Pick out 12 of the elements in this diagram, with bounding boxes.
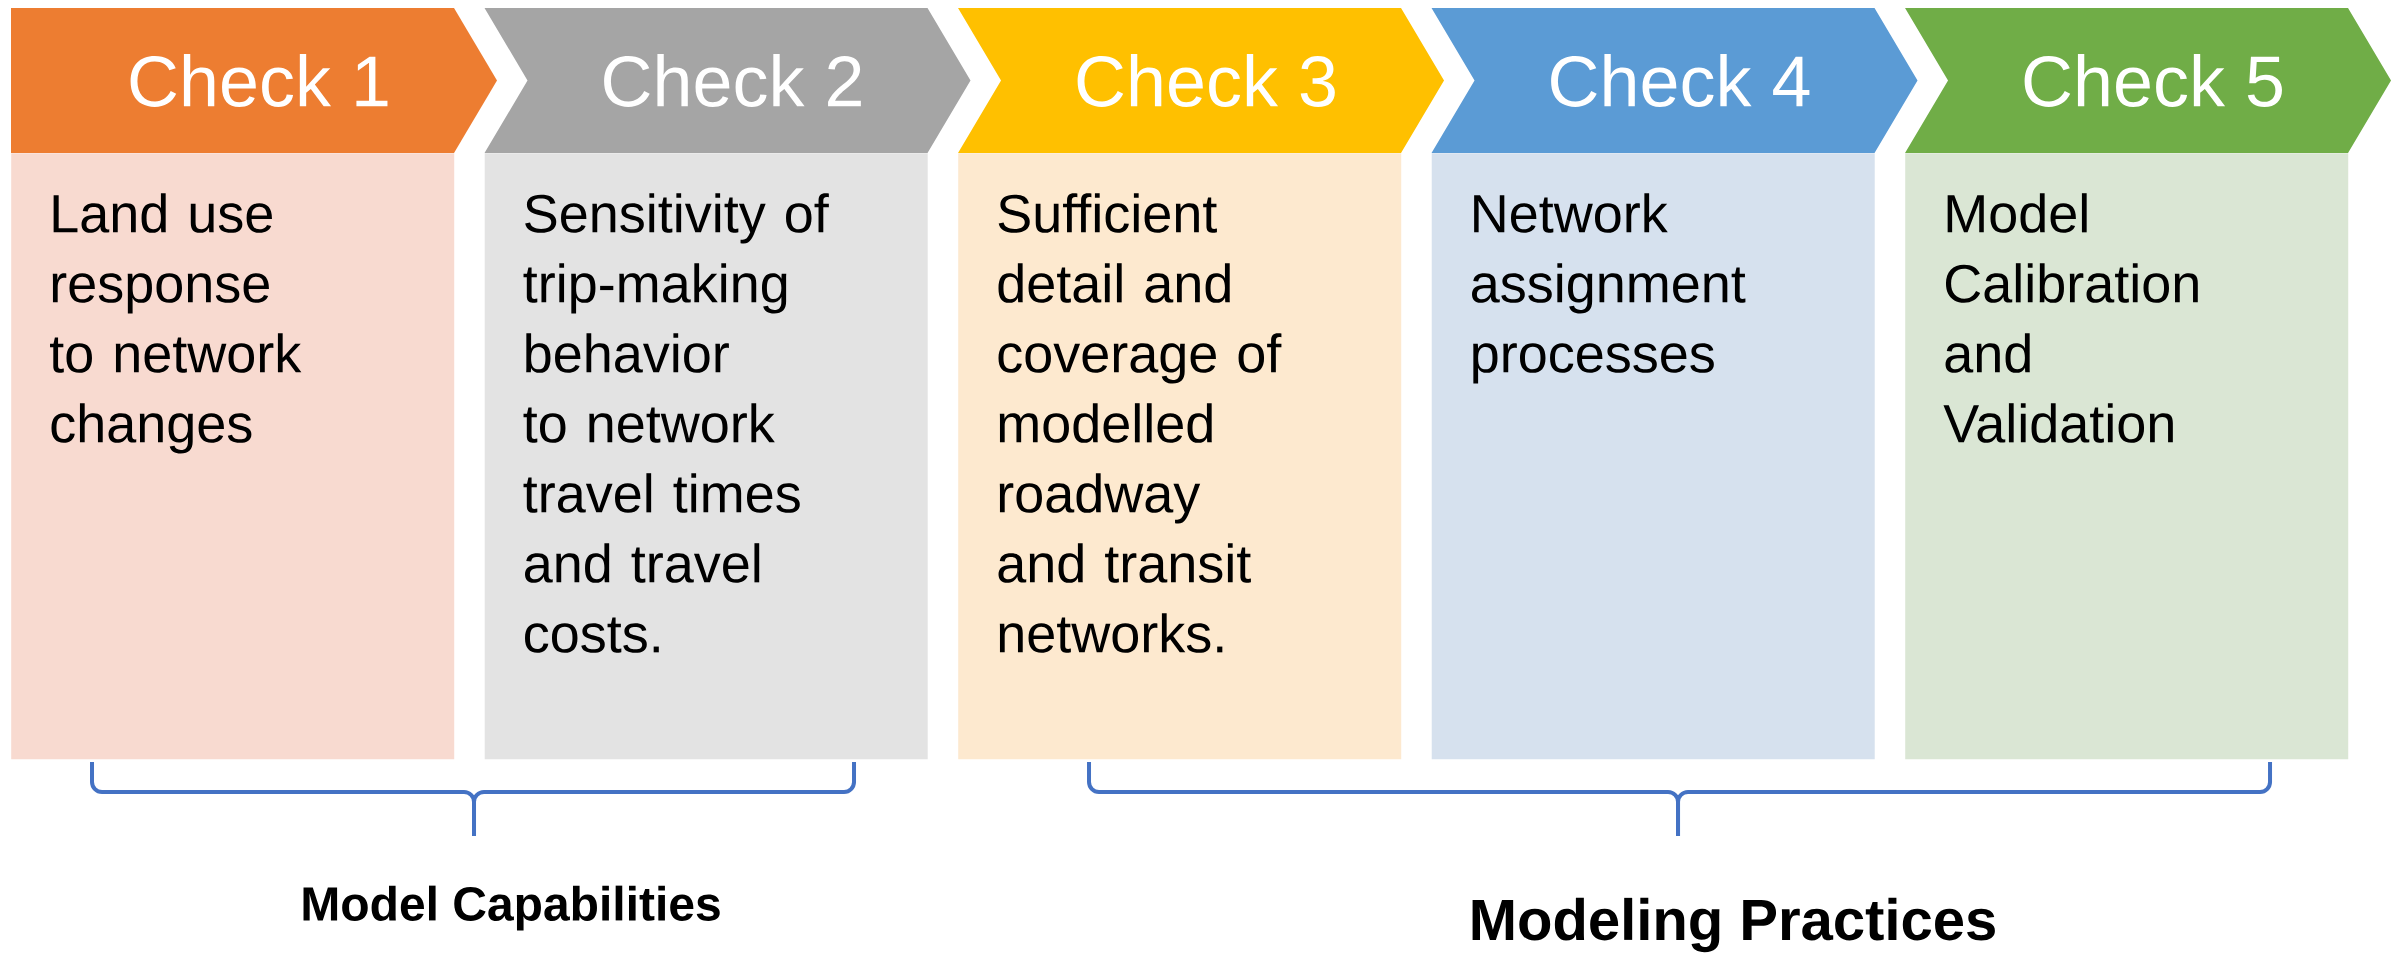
text-box: Network assignment processes xyxy=(1431,153,1875,760)
text-box: Sufficient detail and coverage of modelled roadway and transit networks. xyxy=(958,153,1402,760)
group-label: Modeling Practices xyxy=(1472,897,1995,953)
heading-banner: Check 3 xyxy=(958,8,1444,153)
text-box: Sensitivity of trip-making behavior to network travel times and travel costs. xyxy=(484,153,928,760)
heading-banner: Check 4 xyxy=(1431,8,1918,153)
text-box: Land use response to network changes xyxy=(11,153,455,760)
text-box: Model Calibration and Validation xyxy=(1905,153,2349,760)
heading-banner: Check 5 xyxy=(1905,8,2392,153)
heading-banner: Check 2 xyxy=(484,8,971,153)
heading-banner: Check 1 xyxy=(11,8,497,153)
group-label: Model Capabilities xyxy=(303,885,720,931)
